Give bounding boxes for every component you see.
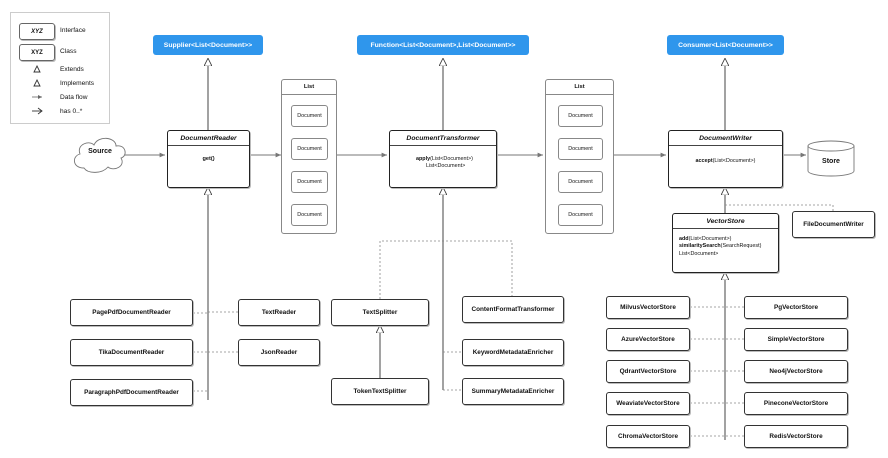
text-splitter-class: TextSplitter	[331, 299, 429, 326]
similarity-search-method-arg: (SearchRequest)	[720, 243, 762, 250]
similarity-search-method-name: similaritySearch	[679, 243, 721, 250]
extends-icon	[33, 64, 41, 73]
content-format-transformer-class: ContentFormatTransformer	[462, 296, 564, 323]
document-writer-method: accept(List<Document>)	[669, 146, 782, 168]
list-1-document: Document	[291, 105, 328, 127]
add-method-name: add	[679, 236, 689, 242]
azure-vector-store-class: AzureVectorStore	[606, 328, 690, 351]
legend-extends-label: Extends	[60, 66, 84, 73]
store-label: Store	[822, 158, 840, 165]
list-2-document: Document	[558, 171, 603, 193]
pinecone-vector-store-class: PineconeVectorStore	[744, 392, 848, 415]
page-pdf-document-reader-class: PagePdfDocumentReader	[70, 299, 193, 326]
simple-vector-store-class: SimpleVectorStore	[744, 328, 848, 351]
tika-document-reader-class: TikaDocumentReader	[70, 339, 193, 366]
apply-method-arg: (List<Document>)	[430, 156, 473, 162]
list-2-document: Document	[558, 204, 603, 226]
neo4j-vector-store-class: Neo4jVectorStore	[744, 360, 848, 383]
legend-class-key: XYZ	[19, 44, 55, 61]
vector-store-title: VectorStore	[673, 214, 778, 229]
text-reader-class: TextReader	[238, 299, 320, 326]
document-reader-title: DocumentReader	[168, 131, 249, 146]
vector-store-methods: add(List<Document>) similaritySearch(Sea…	[673, 229, 778, 258]
legend-has-label: has 0..*	[60, 108, 83, 115]
document-transformer-title: DocumentTransformer	[390, 131, 496, 146]
qdrant-vector-store-class: QdrantVectorStore	[606, 360, 690, 383]
paragraph-pdf-document-reader-class: ParagraphPdfDocumentReader	[70, 379, 193, 406]
chroma-vector-store-class: ChromaVectorStore	[606, 425, 690, 448]
legend: XYZ Interface XYZ Class Extends Implemen…	[10, 12, 110, 124]
pg-vector-store-class: PgVectorStore	[744, 296, 848, 319]
document-transformer-method: apply(List<Document>) List<Document>	[390, 146, 496, 171]
store-cylinder-shape	[807, 146, 855, 177]
similarity-search-method-return: List<Document>	[679, 250, 719, 257]
legend-symbols	[32, 64, 43, 115]
consumer-interface: Consumer<List<Document>>	[667, 35, 784, 55]
dataflow-icon	[32, 95, 42, 99]
json-reader-class: JsonReader	[238, 339, 320, 366]
accept-method-arg: (List<Document>)	[712, 158, 756, 164]
document-transformer-interface: DocumentTransformer apply(List<Document>…	[389, 130, 497, 188]
list-2-document: Document	[558, 138, 603, 160]
token-text-splitter-class: TokenTextSplitter	[331, 378, 429, 405]
function-interface: Function<List<Document>,List<Document>>	[357, 35, 529, 55]
keyword-metadata-enricher-class: KeywordMetadataEnricher	[462, 339, 564, 366]
milvus-vector-store-class: MilvusVectorStore	[606, 296, 690, 319]
document-list-1: List Document Document Document Document	[281, 79, 337, 234]
document-writer-interface: DocumentWriter accept(List<Document>)	[668, 130, 783, 188]
source-cloud-shape	[74, 137, 126, 173]
list-2-title: List	[546, 80, 613, 95]
legend-interface-key: XYZ	[19, 23, 55, 40]
has-arrow-icon	[32, 107, 43, 115]
vector-store-interface: VectorStore add(List<Document>) similari…	[672, 213, 779, 273]
implements-icon	[33, 78, 41, 87]
source-label: Source	[88, 148, 112, 155]
list-1-document: Document	[291, 138, 328, 160]
document-writer-title: DocumentWriter	[669, 131, 782, 146]
legend-interface-label: Interface	[60, 27, 86, 34]
add-method-arg: (List<Document>)	[688, 236, 732, 242]
accept-method-name: accept	[695, 158, 713, 164]
document-list-2: List Document Document Document Document	[545, 79, 614, 234]
redis-vector-store-class: RedisVectorStore	[744, 425, 848, 448]
apply-method-return: List<Document>	[426, 163, 466, 170]
weaviate-vector-store-class: WeaviateVectorStore	[606, 392, 690, 415]
list-2-document: Document	[558, 105, 603, 127]
legend-class-label: Class	[60, 48, 77, 55]
legend-implements-label: Implements	[60, 80, 95, 87]
file-document-writer-class: FileDocumentWriter	[792, 211, 875, 238]
document-reader-interface: DocumentReader get()	[167, 130, 250, 188]
summary-metadata-enricher-class: SummaryMetadataEnricher	[462, 378, 564, 405]
list-1-title: List	[282, 80, 336, 95]
apply-method-name: apply	[416, 156, 431, 162]
document-reader-method: get()	[202, 156, 215, 162]
list-1-document: Document	[291, 171, 328, 193]
supplier-interface: Supplier<List<Document>>	[153, 35, 263, 55]
list-1-document: Document	[291, 204, 328, 226]
legend-dataflow-label: Data flow	[60, 94, 88, 101]
